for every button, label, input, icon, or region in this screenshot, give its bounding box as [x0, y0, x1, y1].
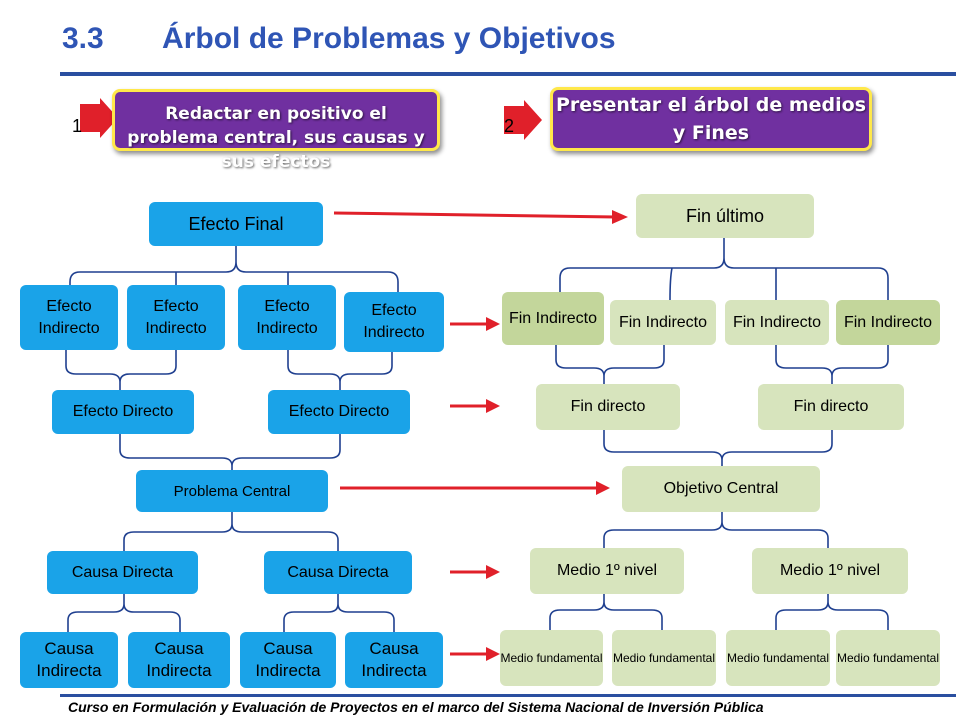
medio-fundamental-label: Medio fundamental: [500, 651, 603, 665]
causa-indirecta-label: Causa Indirecta: [255, 639, 321, 680]
causa-indirecta-box: Causa Indirecta: [20, 632, 118, 688]
fin-indirecto-box: Fin Indirecto: [502, 292, 604, 345]
title-divider: [60, 72, 956, 76]
problema-central-label: Problema Central: [173, 482, 291, 500]
causa-indirecta-label: Causa Indirecta: [361, 639, 427, 680]
causa-directa-box: Causa Directa: [264, 551, 412, 594]
problema-central-box: Problema Central: [136, 470, 328, 512]
fin-ultimo-box: Fin último: [636, 194, 814, 238]
medio-primer-nivel-label: Medio 1º nivel: [556, 562, 658, 579]
causa-directa-label: Causa Directa: [287, 563, 389, 581]
objetivo-central-box: Objetivo Central: [622, 466, 820, 512]
efecto-directo-label: Efecto Directo: [288, 403, 390, 420]
medio-fundamental-box: Medio fundamental: [726, 630, 830, 686]
medio-fundamental-label: Medio fundamental: [612, 651, 716, 665]
medio-primer-nivel-box: Medio 1º nivel: [530, 548, 684, 594]
medio-fundamental-label: Medio fundamental: [726, 651, 830, 665]
fin-indirecto-label: Fin Indirecto: [508, 309, 598, 327]
efecto-indirecto-label: Efecto Indirecto: [145, 297, 207, 337]
page-title: 3.3 Árbol de Problemas y Objetivos: [62, 22, 616, 55]
step-1-number: 1: [72, 116, 83, 136]
fin-directo-label: Fin directo: [570, 398, 646, 415]
efecto-final-box: Efecto Final: [149, 202, 323, 246]
fin-indirecto-label: Fin Indirecto: [618, 313, 708, 331]
medio-primer-nivel-box: Medio 1º nivel: [752, 548, 908, 594]
causa-directa-label: Causa Directa: [71, 563, 174, 581]
medio-fundamental-box: Medio fundamental: [836, 630, 940, 686]
causa-indirecta-box: Causa Indirecta: [128, 632, 230, 688]
causa-directa-box: Causa Directa: [47, 551, 198, 594]
causa-indirecta-box: Causa Indirecta: [240, 632, 336, 688]
fin-indirecto-label: Fin Indirecto: [732, 313, 822, 331]
fin-directo-box: Fin directo: [758, 384, 904, 430]
causa-indirecta-label: Causa Indirecta: [146, 639, 212, 680]
footer-text: Curso en Formulación y Evaluación de Pro…: [68, 699, 764, 715]
efecto-indirecto-box: Efecto Indirecto: [238, 285, 336, 350]
step-1-box: Redactar en positivo el problema central…: [112, 89, 440, 172]
efecto-directo-box: Efecto Directo: [268, 390, 410, 434]
efecto-directo-label: Efecto Directo: [72, 403, 174, 420]
fin-directo-box: Fin directo: [536, 384, 680, 430]
step-2-text: Presentar el árbol de medios y Fines: [555, 94, 867, 144]
medio-fundamental-label: Medio fundamental: [836, 651, 940, 665]
footer-divider: [60, 694, 956, 697]
medio-fundamental-box: Medio fundamental: [500, 630, 603, 686]
fin-ultimo-label: Fin último: [685, 205, 765, 226]
fin-indirecto-box: Fin Indirecto: [725, 300, 829, 345]
causa-indirecta-box: Causa Indirecta: [345, 632, 443, 688]
medio-primer-nivel-label: Medio 1º nivel: [779, 562, 881, 579]
efecto-indirecto-box: Efecto Indirecto: [127, 285, 225, 350]
efecto-final-label: Efecto Final: [188, 213, 284, 234]
objetivo-central-label: Objetivo Central: [663, 480, 779, 497]
efecto-indirecto-label: Efecto Indirecto: [38, 297, 100, 337]
causa-indirecta-label: Causa Indirecta: [36, 639, 102, 680]
fin-indirecto-box: Fin Indirecto: [610, 300, 716, 345]
efecto-indirecto-box: Efecto Indirecto: [344, 292, 444, 352]
efecto-indirecto-label: Efecto Indirecto: [363, 302, 425, 341]
medio-fundamental-box: Medio fundamental: [612, 630, 716, 686]
step-2-box: Presentar el árbol de medios y Fines: [550, 87, 872, 151]
step-1-text: Redactar en positivo el problema central…: [127, 104, 425, 172]
efecto-indirecto-box: Efecto Indirecto: [20, 285, 118, 350]
efecto-indirecto-label: Efecto Indirecto: [256, 297, 318, 337]
efecto-directo-box: Efecto Directo: [52, 390, 194, 434]
fin-indirecto-box: Fin Indirecto: [836, 300, 940, 345]
fin-directo-label: Fin directo: [793, 398, 869, 415]
step-2-number: 2: [504, 116, 515, 136]
fin-indirecto-label: Fin Indirecto: [843, 313, 933, 331]
step-1-arrow-icon: [80, 98, 118, 138]
step-2-arrow-icon: [504, 100, 542, 140]
